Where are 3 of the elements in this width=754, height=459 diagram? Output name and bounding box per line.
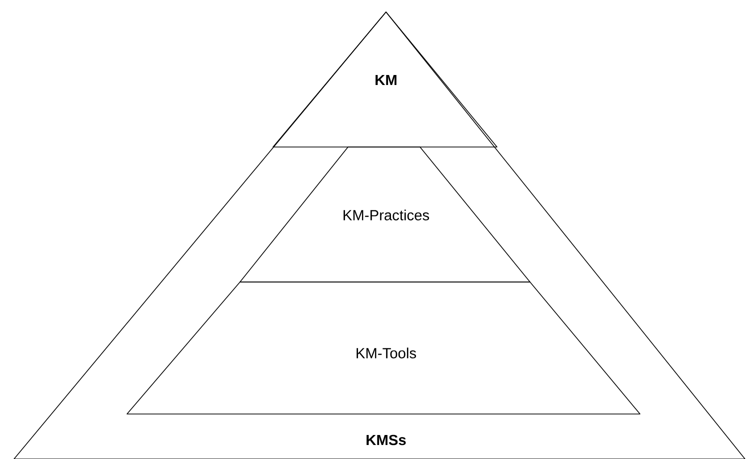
apex-triangle: KM <box>272 12 498 148</box>
pyramid-layer: KM-Practices <box>240 146 530 282</box>
pyramid-layer: KM-Tools <box>126 282 640 414</box>
